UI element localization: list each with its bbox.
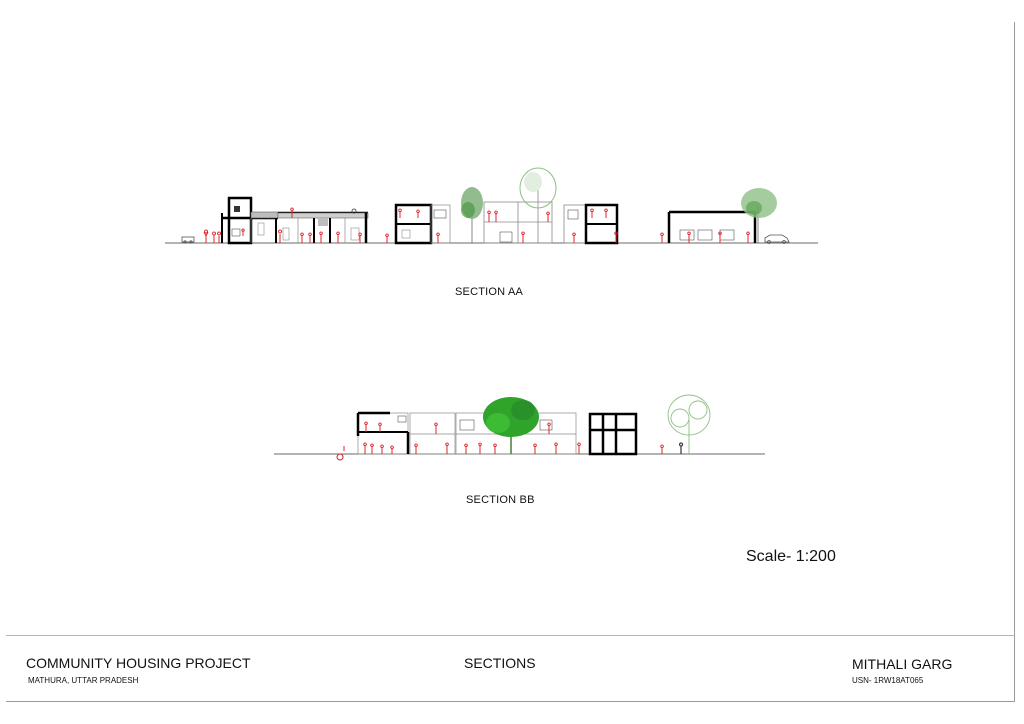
sheet-name: SECTIONS: [464, 655, 536, 671]
person-figure: [679, 442, 684, 454]
tree-icon: [667, 394, 711, 454]
section-aa-label: SECTION AA: [455, 286, 524, 298]
tree-icon: [461, 187, 483, 243]
project-location: MATHURA, UTTAR PRADESH: [28, 676, 139, 685]
author-name: MITHALI GARG: [852, 656, 953, 672]
project-title: COMMUNITY HOUSING PROJECT: [26, 655, 251, 671]
section-aa-block-3: [394, 203, 451, 245]
tree-icon: [519, 167, 557, 243]
people-figures: [203, 207, 750, 243]
people-figures: [336, 421, 664, 461]
title-block-divider: [6, 635, 1015, 636]
car-icon: [181, 236, 195, 244]
sheet-border-right: [1014, 22, 1015, 702]
section-bb-block-3: [588, 412, 638, 456]
author-usn: USN- 1RW18AT065: [852, 676, 924, 685]
sheet-border-bottom: [6, 701, 1015, 702]
car-icon: [764, 234, 790, 244]
section-bb-label: SECTION BB: [466, 494, 535, 506]
section-aa-block-1: [221, 196, 279, 245]
section-aa-block-5: [563, 203, 619, 245]
section-aa-block-4: [483, 201, 553, 244]
scale-text: Scale- 1:200: [746, 548, 836, 565]
tree-icon: [741, 188, 777, 243]
section-aa-block-2: [277, 208, 369, 243]
tree-icon: [483, 397, 539, 454]
